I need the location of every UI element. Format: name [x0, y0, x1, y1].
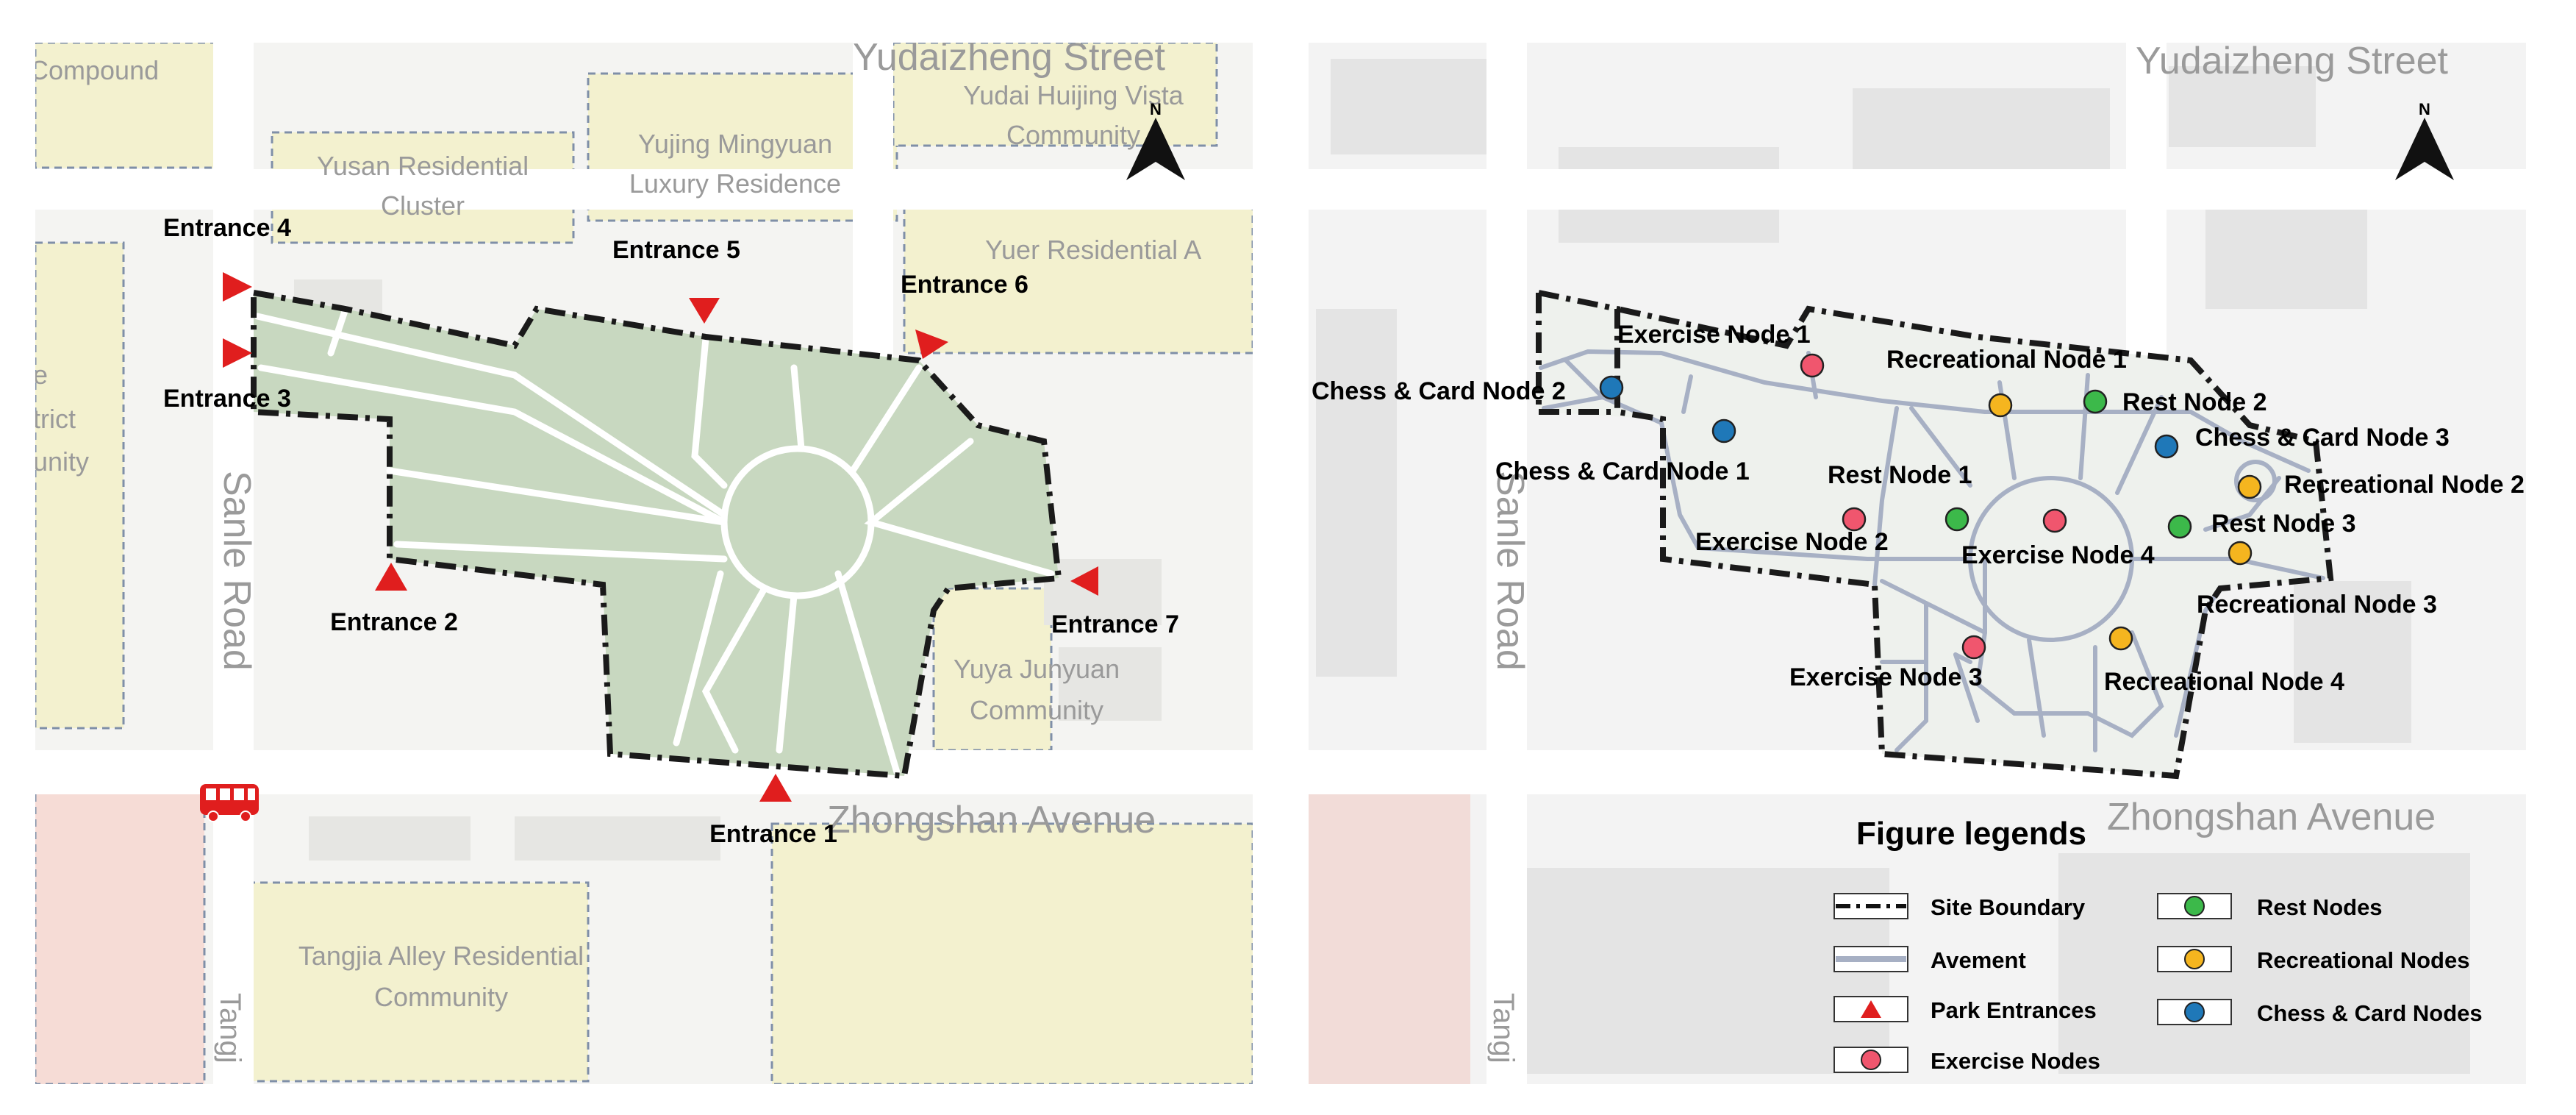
community-label: Yudai Huijing Vista	[963, 80, 1184, 110]
node-label: Recreational Node 3	[2197, 591, 2437, 619]
entrance-label: Entrance 4	[163, 214, 291, 242]
community-label: unity	[33, 446, 89, 477]
node-label: Chess & Card Node 3	[2195, 424, 2450, 452]
community-label: Cluster	[381, 190, 465, 221]
north-arrow-icon: N	[1126, 100, 1185, 180]
entrance-7-icon	[1070, 566, 1098, 596]
entrance-2-icon	[375, 563, 407, 591]
left-street-bottom: Zhongshan Avenue	[827, 799, 1156, 841]
community-label: Tangjia Alley Residential	[298, 941, 584, 971]
node-label: Exercise Node 2	[1695, 528, 1889, 556]
node-label: Rest Node 2	[2122, 388, 2267, 416]
left-street-side-partial: Tangj	[214, 993, 246, 1064]
community-label: Compound	[29, 55, 159, 85]
community-label: Community	[970, 695, 1103, 725]
community-label: Community	[1006, 120, 1140, 150]
right-buildings	[1309, 59, 2470, 1084]
node-label: Recreational Node 1	[1886, 346, 2127, 374]
left-streets	[35, 43, 1253, 1084]
rest-node-2-marker	[2083, 389, 2108, 414]
node-label: Recreational Node 2	[2284, 471, 2525, 499]
right-street-bottom: Zhongshan Avenue	[2107, 796, 2436, 838]
entrance-1-icon	[759, 774, 792, 802]
recreational-node-4-marker	[2108, 626, 2133, 651]
community-label: Yujing Mingyuan	[638, 129, 832, 159]
entrance-label: Entrance 3	[163, 385, 291, 413]
community-label: trict	[33, 404, 76, 434]
entrance-label: Entrance 7	[1051, 610, 1179, 638]
entrance-label: Entrance 1	[709, 820, 837, 848]
entrance-label: Entrance 6	[901, 271, 1028, 299]
chess-node-2-marker	[1599, 375, 1624, 400]
north-arrow-icon: N	[2395, 100, 2454, 180]
legend-title: Figure legends	[1856, 816, 2086, 852]
community-label: Yuya Junyuan	[954, 654, 1120, 684]
node-labels: Exercise Node 1 Exercise Node 2 Exercise…	[1312, 321, 2525, 696]
node-label: Chess & Card Node 1	[1495, 457, 1750, 485]
legend-label: Site Boundary	[1931, 894, 2086, 920]
entrance-label: Entrance 2	[330, 608, 458, 636]
figure-legend: Figure legends Site Boundary Avement Par…	[1833, 816, 2483, 1074]
community-label: Luxury Residence	[629, 168, 841, 199]
left-community-labels: Compound Yusan Residential Cluster Yujin…	[29, 55, 1201, 1012]
legend-label: Rest Nodes	[2257, 894, 2383, 920]
left-site-boundary	[251, 289, 1062, 780]
entrance-4-icon	[223, 272, 252, 302]
entrance-6-icon	[915, 329, 948, 359]
north-label: N	[2419, 100, 2430, 118]
right-site-boundary-west	[1536, 293, 1617, 415]
legend-label: Park Entrances	[1931, 997, 2097, 1023]
node-label: Exercise Node 3	[1789, 663, 1983, 691]
exercise-node-1-marker	[1800, 353, 1825, 378]
exercise-node-2-marker	[1842, 507, 1867, 532]
entrance-markers	[223, 272, 1098, 802]
community-label: Yusan Residential	[317, 151, 529, 181]
community-label: e	[33, 360, 48, 390]
recreational-node-3-marker	[2228, 541, 2253, 566]
chess-node-3-marker	[2154, 434, 2179, 459]
left-park-paths	[254, 305, 1055, 776]
right-pavement-paths	[1539, 349, 2325, 752]
left-street-top: Yudaizheng Street	[853, 36, 1166, 79]
node-label: Exercise Node 4	[1961, 541, 2155, 569]
community-label: Community	[374, 982, 508, 1012]
left-map: Yudaizheng Street Zhongshan Avenue Sanle…	[29, 36, 1253, 1084]
exercise-node-3-marker	[1961, 635, 1986, 660]
legend-label: Avement	[1931, 947, 2026, 973]
entrance-labels: Entrance 1 Entrance 2 Entrance 3 Entranc…	[163, 214, 1179, 848]
north-label: N	[1150, 100, 1162, 118]
triangle-icon	[1861, 1000, 1881, 1018]
entrance-3-icon	[223, 338, 252, 368]
entrance-label: Entrance 5	[612, 236, 740, 264]
legend-label: Recreational Nodes	[2257, 947, 2469, 973]
right-streets	[1309, 43, 2526, 1084]
node-label: Chess & Card Node 2	[1312, 377, 1566, 405]
entrance-5-icon	[689, 298, 720, 324]
chess-node-1-marker	[1711, 418, 1736, 443]
recreational-node-1-marker	[1988, 393, 2013, 418]
right-street-side-partial: Tangj	[1487, 993, 1520, 1064]
left-street-side: Sanle Road	[215, 471, 258, 671]
node-label: Rest Node 1	[1828, 461, 1972, 489]
right-street-side: Sanle Road	[1489, 471, 1531, 671]
node-label: Rest Node 3	[2211, 510, 2356, 538]
recreational-node-2-marker	[2237, 474, 2262, 499]
rest-node-1-marker	[1944, 507, 1969, 532]
node-label: Exercise Node 1	[1617, 321, 1811, 349]
legend-label: Exercise Nodes	[1931, 1048, 2100, 1074]
rest-node-3-marker	[2167, 514, 2192, 539]
exercise-node-4-marker	[2042, 508, 2067, 533]
left-park-area	[254, 293, 1059, 776]
community-label: Yuer Residential A	[985, 235, 1201, 265]
legend-label: Chess & Card Nodes	[2257, 1000, 2483, 1026]
node-markers	[1599, 353, 2262, 660]
node-label: Recreational Node 4	[2104, 668, 2344, 696]
bus-icon	[200, 784, 259, 822]
right-street-top: Yudaizheng Street	[2136, 40, 2449, 82]
right-map: Yudaizheng Street Zhongshan Avenue Sanle…	[1309, 40, 2526, 1084]
